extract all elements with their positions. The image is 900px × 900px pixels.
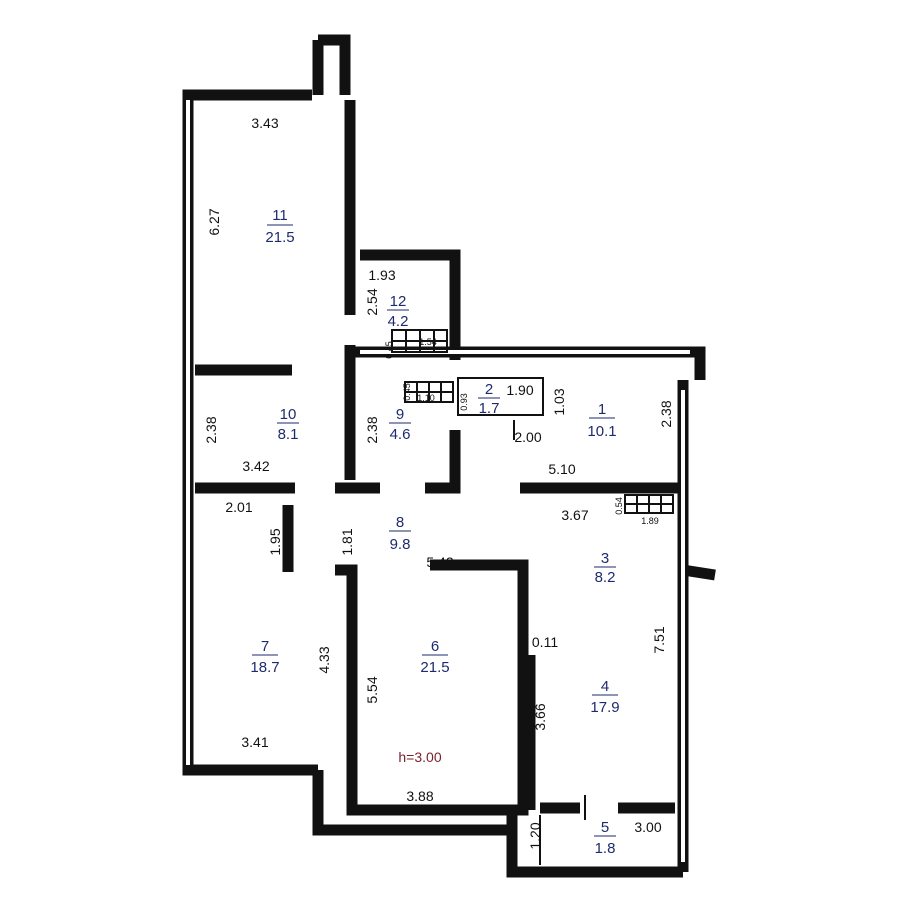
dimension: 1.93 [368,267,395,283]
ceiling-height-label: h=3.00 [398,749,441,765]
room-area: 21.5 [420,659,449,676]
room-4: 417.9 [590,678,619,716]
dimension: 5.54 [364,676,380,703]
room-number: 9 [396,406,404,423]
dimension: 1.54 [419,337,437,347]
room-area: 10.1 [587,423,616,440]
room-number: 12 [390,293,407,310]
room-number: 4 [601,678,609,695]
room-area: 8.1 [278,426,299,443]
dimension: 0.11 [532,634,558,650]
room-number: 7 [261,638,269,655]
room-number: 8 [396,514,404,531]
dimension: 1.10 [417,393,435,403]
dimension: 2.54 [364,288,380,315]
room-number: 2 [485,381,493,398]
room-area: 18.7 [250,659,279,676]
room-7: 718.7 [250,638,279,676]
dimension: 1.89 [641,516,659,526]
room-number: 5 [601,819,609,836]
dimension: 2.00 [514,429,541,445]
dimension: 3.00 [634,819,661,835]
room-11: 11 21.5 [265,207,294,246]
room-6: 621.5 [420,638,449,676]
room-area: 9.8 [390,536,411,553]
dimension: 2.01 [225,499,252,515]
room-5: 51.8 [594,819,616,857]
room-number: 3 [601,550,609,567]
dimension: 3.67 [561,507,588,523]
dimension: 5.10 [548,461,575,477]
fixtures [391,329,674,865]
dimension: 7.51 [651,626,667,653]
dimension: 4.33 [316,646,332,673]
dimension: 6.27 [206,208,222,235]
dimension: 0.93 [459,393,469,411]
dimension: 2.38 [364,416,380,443]
room-area: 1.8 [595,840,616,857]
dimension: 3.43 [251,115,278,131]
dimension: 2.38 [658,400,674,427]
dimension: 0.45 [384,341,394,359]
room-2: 21.7 [478,381,500,417]
dimension: 1.95 [267,528,283,555]
walls [182,34,716,878]
room-8: 89.8 [389,514,411,553]
room-area: 21.5 [265,229,294,246]
room-area: 1.7 [479,400,500,417]
room-number: 10 [280,406,297,423]
dimension: 3.42 [242,458,269,474]
room-1: 110.1 [587,401,616,440]
room-area: 4.2 [388,313,409,330]
room-number: 1 [598,401,606,418]
dimension: 1.81 [339,528,355,555]
room-area: 8.2 [595,569,616,586]
room-9: 94.6 [389,406,411,443]
room-area: 17.9 [590,699,619,716]
dimension: 0.54 [614,497,624,515]
room-12: 124.2 [387,293,409,330]
room-area: 4.6 [390,426,411,443]
dimension: 3.66 [532,703,548,730]
dimension: 1.03 [551,388,567,415]
dimension: 3.88 [406,788,433,804]
room-10: 108.1 [277,406,299,443]
dimension: 5.42 [426,554,453,570]
dimension: 2.38 [203,416,219,443]
dimension-labels: 3.43 6.27 1.93 2.54 1.54 0.45 0.45 1.10 … [203,115,674,850]
dimension: 1.20 [527,822,543,849]
dimension: 3.41 [241,734,268,750]
room-number: 6 [431,638,439,655]
dimension: 1.90 [506,382,533,398]
room-number: 11 [272,207,288,224]
dimension: 0.45 [402,383,412,401]
room-3: 38.2 [594,550,616,586]
